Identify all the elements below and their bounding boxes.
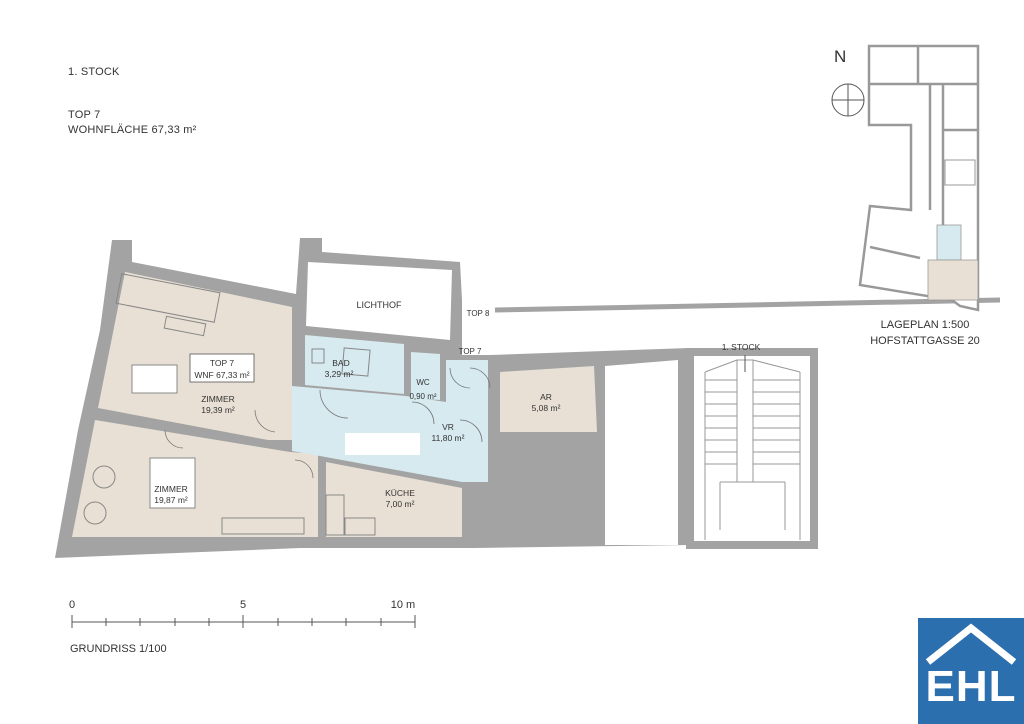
unit-tag-box	[189, 353, 255, 383]
furniture	[83, 273, 420, 536]
room-vr	[292, 360, 488, 482]
top7-entry-label: TOP 7	[459, 347, 482, 356]
room-name: KÜCHE	[385, 488, 415, 498]
lichthof	[306, 262, 452, 340]
unit-label: TOP 7	[68, 109, 101, 121]
room-area: 3,29 m²	[325, 369, 354, 379]
living-area-label: WOHNFLÄCHE 67,33 m²	[68, 124, 197, 136]
stairs	[704, 359, 801, 540]
room-area: 19,39 m²	[201, 405, 235, 415]
room-name: ZIMMER	[201, 394, 235, 404]
ehl-logo: EHL	[918, 618, 1024, 724]
scale-caption: GRUNDRISS 1/100	[70, 643, 167, 655]
site-plan-address: HOFSTATTGASSE 20	[870, 335, 980, 347]
scale-bar	[71, 615, 416, 628]
room-bad	[305, 335, 404, 394]
lichthof-label: LICHTHOF	[357, 300, 403, 310]
room-area: 5,08 m²	[532, 403, 561, 413]
room-name: AR	[540, 392, 552, 402]
room-name: BAD	[332, 358, 349, 368]
compass-icon	[831, 83, 865, 117]
unit-tag-wnf: WNF 67,33 m²	[194, 370, 249, 380]
room-area: 0,90 m²	[409, 392, 436, 401]
site-plan-title: LAGEPLAN 1:500	[881, 319, 970, 331]
room-name: ZIMMER	[154, 484, 188, 494]
house-roof-icon	[925, 623, 1017, 665]
room-wc	[411, 352, 440, 400]
room-area: 19,87 m²	[154, 495, 188, 505]
scale-tick-10: 10 m	[391, 599, 415, 611]
room-area: 7,00 m²	[386, 499, 415, 509]
stair-label: 1. STOCK	[722, 342, 761, 352]
courtyard	[605, 360, 678, 545]
north-label: N	[834, 47, 846, 66]
floor-label: 1. STOCK	[68, 66, 120, 78]
room-name: VR	[442, 422, 454, 432]
room-name: WC	[416, 378, 430, 387]
corridor-wall	[494, 297, 1001, 313]
room-area: 11,80 m²	[432, 433, 465, 443]
doors	[164, 367, 491, 479]
scale-tick-5: 5	[240, 599, 246, 611]
scale-tick-0: 0	[69, 599, 75, 611]
stairwell	[686, 348, 818, 549]
top8-label: TOP 8	[467, 309, 490, 318]
logo-text: EHL	[925, 662, 1017, 711]
unit-tag-label: TOP 7	[210, 358, 235, 368]
room-ar	[500, 366, 597, 432]
